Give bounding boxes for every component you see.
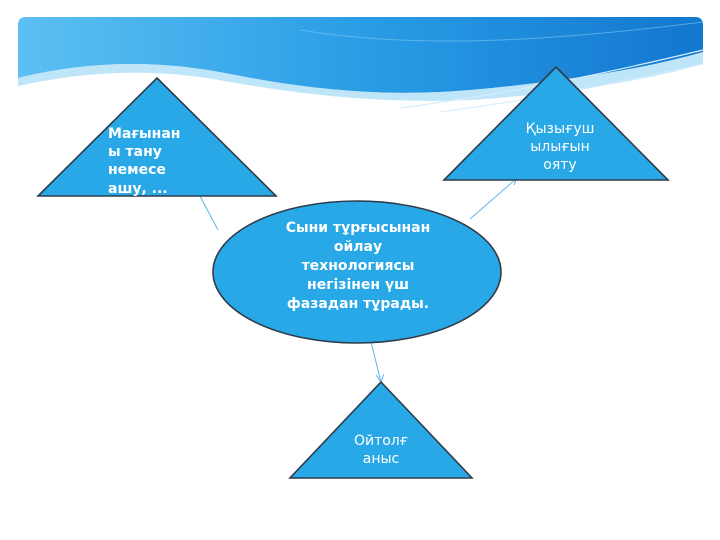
center-node-label: Сыни тұрғысынан ойлау технологиясы негіз… [240,219,476,313]
connector-center-left [199,195,219,231]
left-node-label: Мағынан ы тану немесе ашу, ... [108,125,208,197]
connector-center-right [469,177,518,220]
left-node-line: ы тану [108,144,162,161]
header-banner [18,17,704,113]
left-node-line: ашу, ... [108,180,168,197]
connectors [199,177,518,383]
left-node-line: немесе [108,162,166,179]
center-node-line: негізінен үш [307,276,409,293]
right-node-label: Қызығуш ылығын ояту [500,120,620,182]
right-node-line: Қызығуш [525,121,595,137]
center-ellipse [212,200,502,344]
bottom-node-label: Ойтолғ аныс [334,432,428,476]
center-node-line: ойлау [333,238,383,255]
connector-center-bottom [370,341,382,383]
bottom-node-line: Ойтолғ [353,433,409,449]
right-triangle [442,65,670,181]
right-node-line: ояту [543,157,577,174]
right-node-line: ылығын [530,139,590,156]
connector-arrowhead-bottom [375,373,385,383]
bottom-triangle [288,380,474,479]
left-node-line: Мағынан [108,126,181,142]
center-node-line: технологиясы [301,257,415,274]
bottom-node-line: аныс [362,451,400,468]
center-node-line: фазадан тұрады. [286,295,430,312]
left-triangle [36,76,278,197]
center-node-line: Сыни тұрғысынан [285,220,431,236]
